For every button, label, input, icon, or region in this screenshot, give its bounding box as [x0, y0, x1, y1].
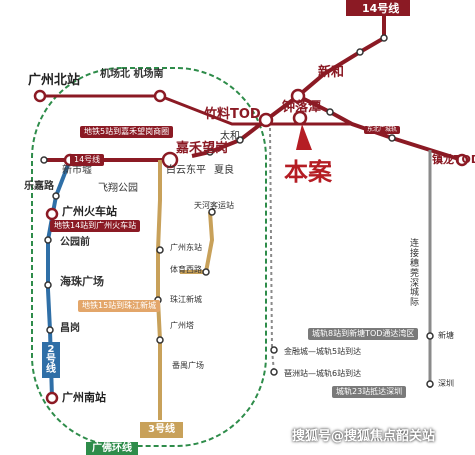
watermark: 搜狐号@搜狐焦点韶关站 [292, 429, 436, 444]
station-dot [356, 48, 364, 56]
station-guangzhou-east: 广州东站 [170, 243, 202, 252]
station-zhuliao-tod: 竹料TOD [204, 107, 261, 122]
tag-city23: 城轨23站抵达深圳 [332, 386, 407, 398]
station-dot [46, 326, 54, 334]
station-interchange [33, 89, 47, 103]
city-rail-spur [269, 127, 275, 373]
station-dot [44, 236, 52, 244]
station-haizhu-square: 海珠广场 [60, 275, 104, 288]
station-changgang: 昌岗 [60, 323, 80, 334]
station-dot [52, 192, 60, 200]
station-xialiang: 夏良 [214, 165, 234, 176]
tag-metro15: 地铁15站到珠江新城 [78, 300, 161, 312]
tag-metro5: 地铁5站到嘉禾望岗商圈 [80, 126, 174, 138]
project-label: 本案 [284, 158, 332, 186]
station-zhongluotan: 钟落潭 [282, 100, 322, 115]
station-guangzhou-station: 广州火车站 [62, 205, 117, 218]
tag-line14-marker: 14号线 [70, 154, 105, 166]
station-xinhe: 新和 [318, 65, 345, 80]
line3-badge: 3号线 [140, 422, 183, 438]
ring-line [31, 67, 267, 447]
station-dot [388, 134, 396, 142]
station-feixiang-park: 飞翔公园 [98, 183, 138, 194]
station-dot [380, 34, 388, 42]
tag-metro14: 地铁14站到广州火车站 [50, 220, 141, 232]
station-interchange [455, 153, 469, 167]
station-guangzhou-south: 广州南站 [62, 391, 106, 404]
station-dot [426, 332, 434, 340]
tag-financial: 金融城—城轨5站到达 [284, 347, 362, 356]
station-xinshi-xu: 新市墟 [62, 165, 92, 176]
tag-city8: 城轨8站到新塘TOD通达湾区 [308, 328, 419, 340]
line14-badge: 14号线 [362, 2, 400, 15]
station-interchange [45, 207, 59, 221]
station-dot [40, 156, 48, 164]
station-dot [326, 108, 334, 116]
tag-pazhou: 琶洲站—城轨6站到达 [284, 369, 362, 378]
station-tiyu-xilu: 体育西路 [170, 265, 202, 274]
project-pointer [296, 124, 312, 150]
station-shenzhen: 深圳 [438, 379, 454, 388]
station-airport: 机场北 机场南 [100, 69, 164, 80]
station-dot [156, 336, 164, 344]
station-dot [426, 380, 434, 388]
station-canton-tower: 广州塔 [170, 321, 194, 330]
station-interchange [161, 151, 179, 169]
station-interchange [45, 391, 59, 405]
station-lejia-road: 乐嘉路 [24, 181, 54, 192]
station-interchange [290, 88, 306, 104]
station-tianhe-coach: 天河客运站 [194, 201, 234, 210]
station-dot [208, 208, 216, 216]
station-baiyun-dongping: 白云东平 [166, 165, 206, 176]
station-zhujiang-newtown: 珠江新城 [170, 295, 202, 304]
station-zhenlong-tod: 镇龙TOD [432, 153, 475, 166]
station-dot [206, 148, 214, 156]
city-rail-label: 连接穗莞深城际 [410, 239, 420, 309]
station-taihe: 太和 [220, 131, 240, 142]
station-dot [44, 281, 52, 289]
station-gongyuanqian: 公园前 [60, 237, 90, 248]
station-interchange [258, 112, 274, 128]
station-jiahe-wanggang: 嘉禾望岗 [176, 141, 229, 156]
station-guangzhou-north: 广州北站 [28, 73, 81, 88]
station-dot [236, 136, 244, 144]
station-interchange [292, 110, 308, 126]
station-dot [202, 268, 210, 276]
station-dot [270, 368, 278, 376]
line3-branch [180, 211, 215, 274]
station-xintang: 新塘 [438, 331, 454, 340]
station-dot [156, 246, 164, 254]
station-panyu-square: 番禺广场 [172, 361, 204, 370]
tag-east-line: 东北广城轨 [364, 126, 401, 134]
station-dot [270, 346, 278, 354]
line2 [46, 159, 72, 399]
station-interchange [153, 89, 167, 103]
line14-badge-bg [346, 0, 410, 16]
line3-main [156, 160, 162, 420]
ring-badge: 广佛环线 [86, 442, 138, 455]
line2-badge: 2号线 [42, 342, 60, 378]
